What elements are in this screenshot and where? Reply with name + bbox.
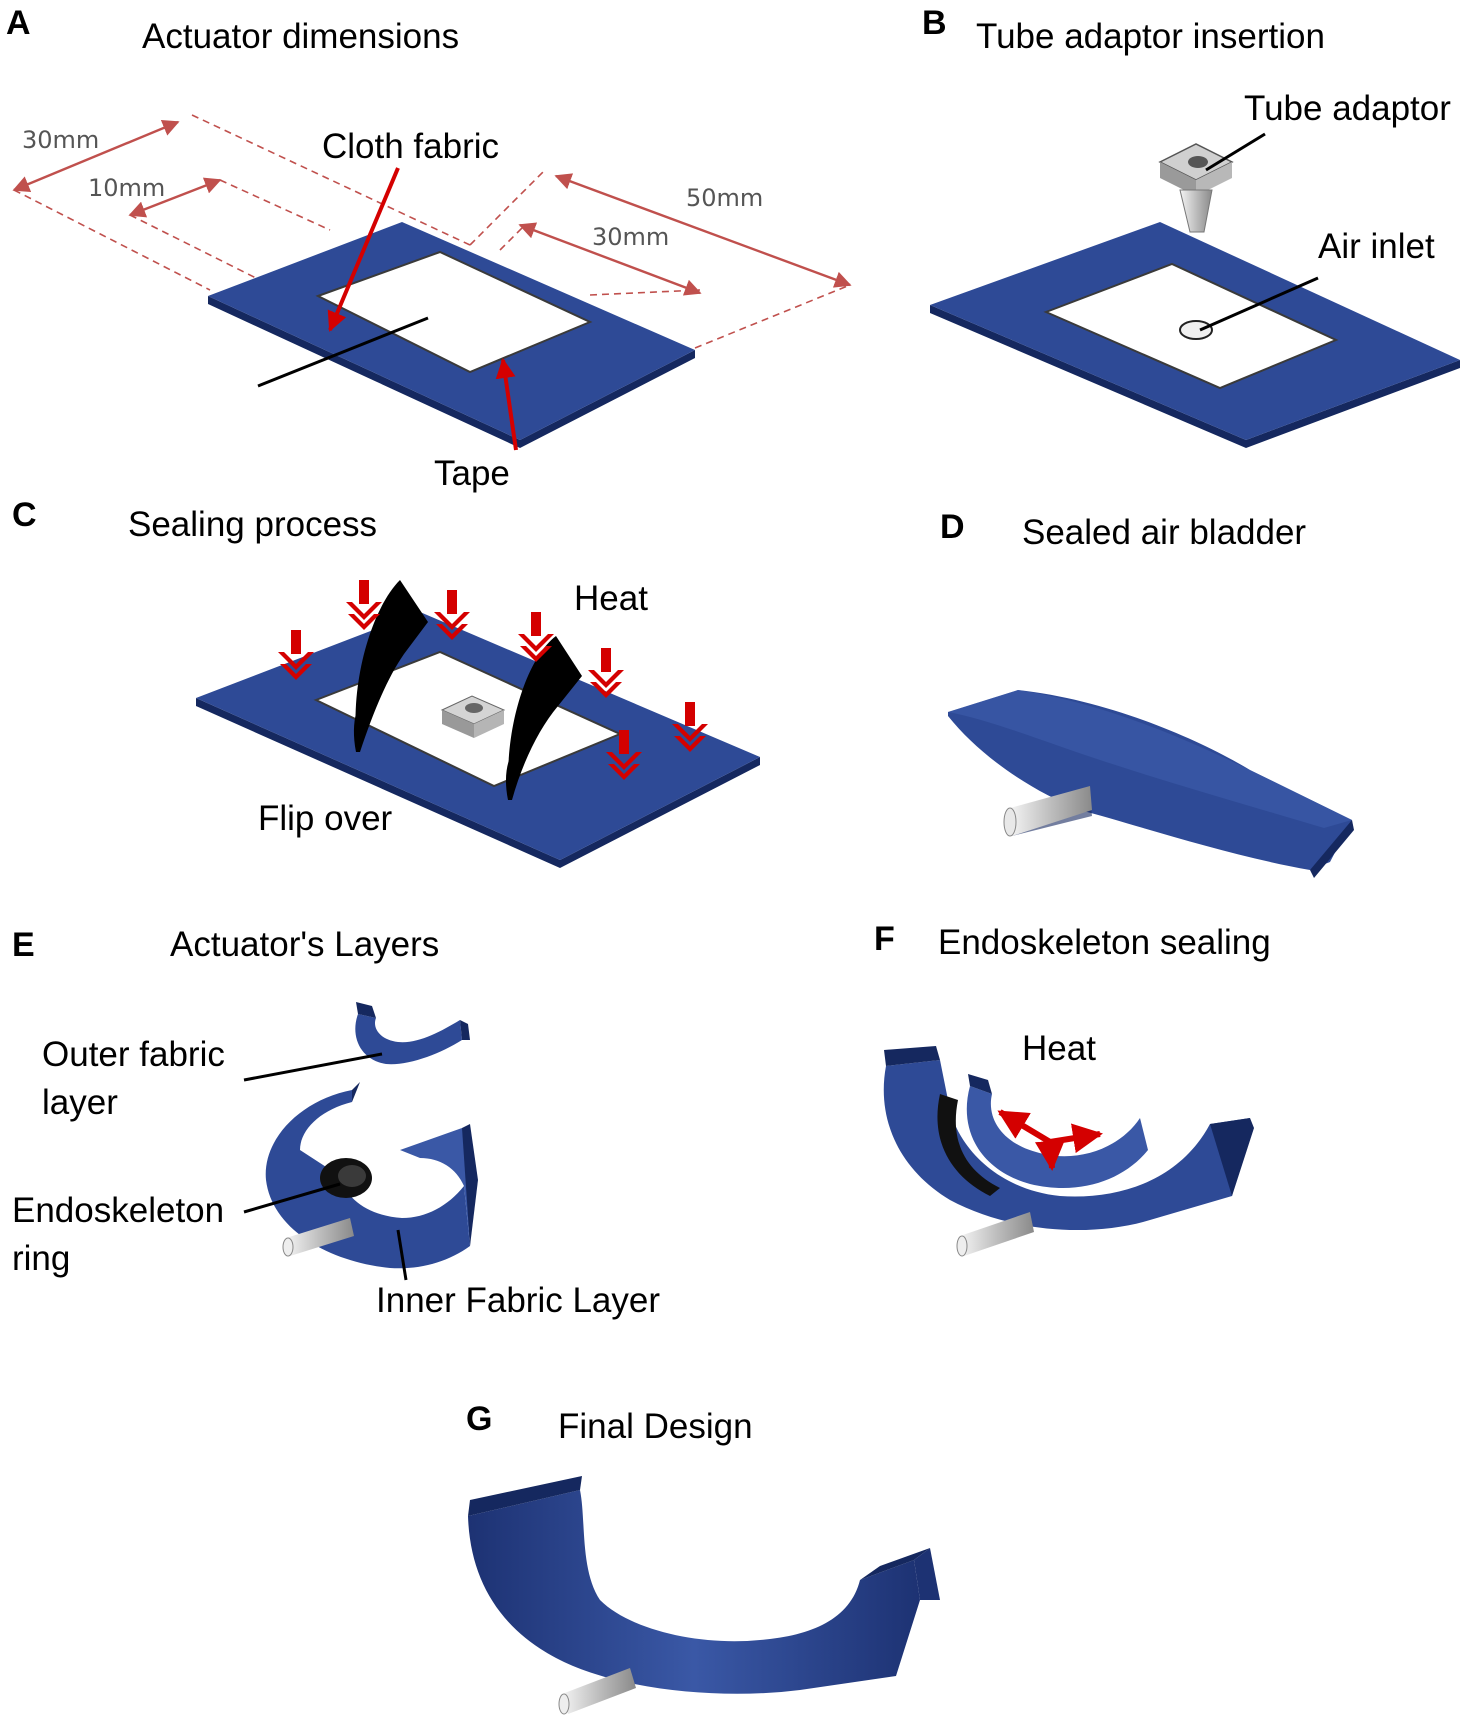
flip-over-arrow-1 — [355, 580, 428, 752]
outer-fabric-leader — [243, 1052, 383, 1082]
tube-nozzle-e — [282, 1218, 354, 1257]
air-inlet-leader — [1199, 276, 1319, 332]
adaptor-top — [440, 695, 506, 738]
air-inlet-label: Air inlet — [1318, 227, 1435, 266]
endoskeleton-leader — [243, 1182, 341, 1214]
dim-arrow-50mm — [554, 173, 852, 288]
panel-d: D Sealed air bladder — [940, 508, 1354, 878]
tube-nozzle-f — [956, 1212, 1034, 1257]
panel-a: A Actuator dimensions 30mm 10mm 50mm 30m… — [6, 4, 852, 493]
dim-arrow-10mm — [128, 177, 222, 218]
panel-f-letter: F — [874, 920, 895, 958]
endoskeleton-ring — [320, 1158, 372, 1198]
flip-over-arrow-1-tail — [353, 690, 370, 752]
actuator-plate-b — [930, 222, 1460, 448]
panel-c: C Sealing process Heat Flip over — [12, 496, 760, 868]
panel-d-title: Sealed air bladder — [1022, 513, 1306, 552]
flip-over-label: Flip over — [258, 799, 393, 838]
dim-guide-line — [694, 284, 851, 349]
cloth-fabric-window — [315, 250, 593, 374]
dim-label-30mm-width: 30mm — [22, 126, 99, 154]
dim-guide-line — [589, 289, 701, 296]
inner-fabric-leader — [396, 1229, 408, 1281]
dim-guide-line — [219, 179, 331, 231]
panel-b-title: Tube adaptor insertion — [976, 17, 1325, 56]
dim-label-30mm-length: 30mm — [592, 223, 669, 251]
dim-arrow-30mm — [12, 120, 180, 192]
endoskeleton-label-line1: Endoskeleton — [12, 1191, 224, 1230]
actuator-plate-c — [196, 612, 760, 868]
cloth-fabric-leader — [257, 316, 429, 388]
tube-nozzle-d — [1003, 786, 1092, 837]
dim-guide-line — [469, 169, 546, 246]
flip-over-arrow-2-tail — [505, 740, 522, 800]
panel-c-letter: C — [12, 496, 37, 534]
panel-f-title: Endoskeleton sealing — [938, 923, 1271, 962]
panel-e-letter: E — [12, 926, 35, 964]
dim-arrow-30mm-inner — [518, 222, 702, 296]
panel-g-title: Final Design — [558, 1407, 753, 1446]
panel-c-title: Sealing process — [128, 505, 377, 544]
panel-g-letter: G — [466, 1400, 492, 1438]
actuator-plate-a — [208, 222, 695, 448]
panel-b: B Tube adaptor insertion Tube adaptor Ai… — [922, 4, 1460, 448]
panel-g: G Final Design — [466, 1400, 940, 1715]
heat-label-f: Heat — [1022, 1029, 1096, 1068]
outer-fabric-label-line1: Outer fabric — [42, 1035, 225, 1074]
flip-over-arrow-2 — [508, 636, 582, 800]
inner-fabric-label: Inner Fabric Layer — [376, 1281, 660, 1320]
panel-f: F Endoskeleton sealing Heat — [874, 920, 1271, 1257]
outer-fabric-label-line2: layer — [42, 1083, 118, 1122]
tube-adaptor — [1158, 143, 1234, 233]
air-inlet-hole — [1179, 320, 1213, 340]
tape-red-arrow — [495, 358, 518, 451]
dim-guide-line — [13, 189, 211, 291]
panel-e-title: Actuator's Layers — [170, 925, 439, 964]
panel-a-letter: A — [6, 4, 31, 42]
heat-spread-arrows — [997, 1109, 1103, 1171]
tube-nozzle-g — [558, 1668, 636, 1715]
panel-e: E Actuator's Layers Outer fabric layer E… — [12, 925, 660, 1320]
tape-label: Tape — [434, 454, 510, 493]
outer-fabric-curl — [355, 1002, 470, 1065]
cloth-fabric-red-arrow — [327, 167, 400, 332]
panel-a-title: Actuator dimensions — [142, 17, 459, 56]
inner-fabric-curl — [265, 1082, 478, 1269]
final-design-actuator — [468, 1476, 940, 1715]
endoskeleton-sealing-assembly — [883, 1046, 1254, 1257]
dim-label-50mm: 50mm — [686, 184, 763, 212]
endoskeleton-label-line2: ring — [12, 1239, 70, 1278]
sealed-air-bladder — [948, 690, 1354, 878]
tube-adaptor-leader — [1205, 132, 1266, 172]
dim-label-10mm: 10mm — [88, 174, 165, 202]
panel-d-letter: D — [940, 508, 965, 546]
heat-label-c: Heat — [574, 579, 648, 618]
tube-adaptor-label: Tube adaptor — [1244, 89, 1451, 128]
dim-guide-line — [499, 224, 526, 251]
dim-guide-line — [191, 114, 471, 246]
cloth-fabric-label: Cloth fabric — [322, 127, 499, 166]
panel-b-letter: B — [922, 4, 947, 42]
